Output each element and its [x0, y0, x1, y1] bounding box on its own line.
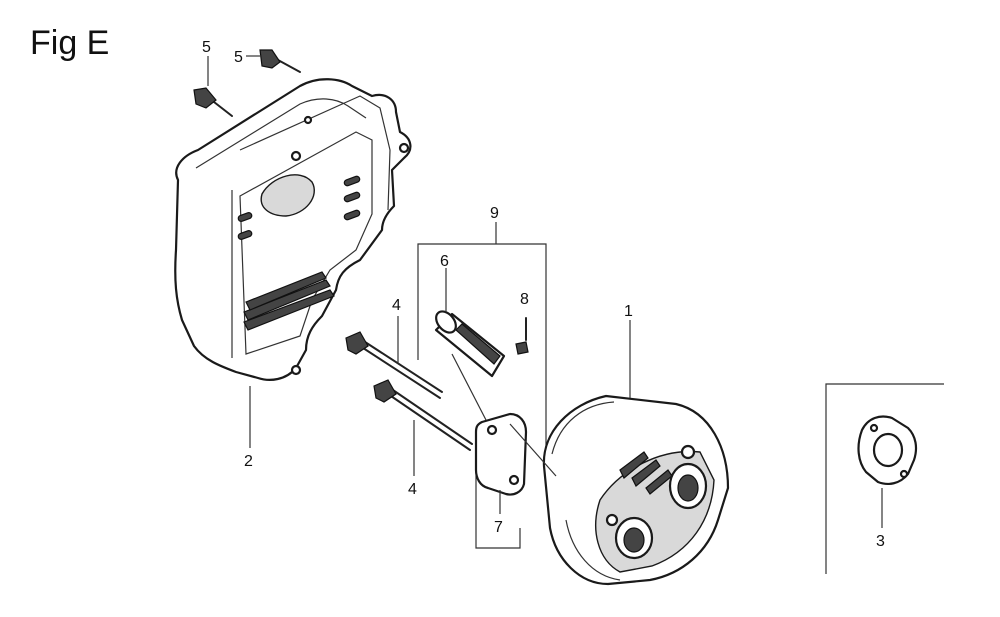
screw-part-8: [515, 317, 529, 355]
leader-lines: [207, 55, 631, 514]
bolt-part-5-b: [259, 49, 301, 73]
kit-bracket-part-9: [417, 222, 547, 549]
callout-2: 2: [244, 453, 253, 470]
callout-4-lower: 4: [408, 481, 417, 498]
exhaust-gasket-part-3: [825, 383, 944, 574]
bolt-part-5-a: [193, 87, 233, 117]
callout-8: 8: [520, 291, 529, 308]
long-bolt-part-4-b: [373, 379, 473, 451]
callout-3: 3: [876, 533, 885, 550]
callout-9: 9: [490, 205, 499, 222]
long-bolt-part-4-a: [345, 331, 443, 399]
callout-6: 6: [440, 253, 449, 270]
callout-1: 1: [624, 303, 633, 320]
muffler-protector-part-2: [174, 78, 412, 381]
figure-title: Fig E: [30, 24, 110, 62]
gasket-part-7: [474, 412, 528, 496]
muffler-part-1: [451, 353, 730, 586]
callout-5-right: 5: [234, 49, 243, 66]
callout-4-upper: 4: [392, 297, 401, 314]
callout-7: 7: [494, 519, 503, 536]
callout-5-left: 5: [202, 39, 211, 56]
spark-arrester-part-6: [434, 268, 506, 378]
callout-labels: 1 2 3 4 4 5 5 6 7 8 9: [202, 39, 885, 550]
